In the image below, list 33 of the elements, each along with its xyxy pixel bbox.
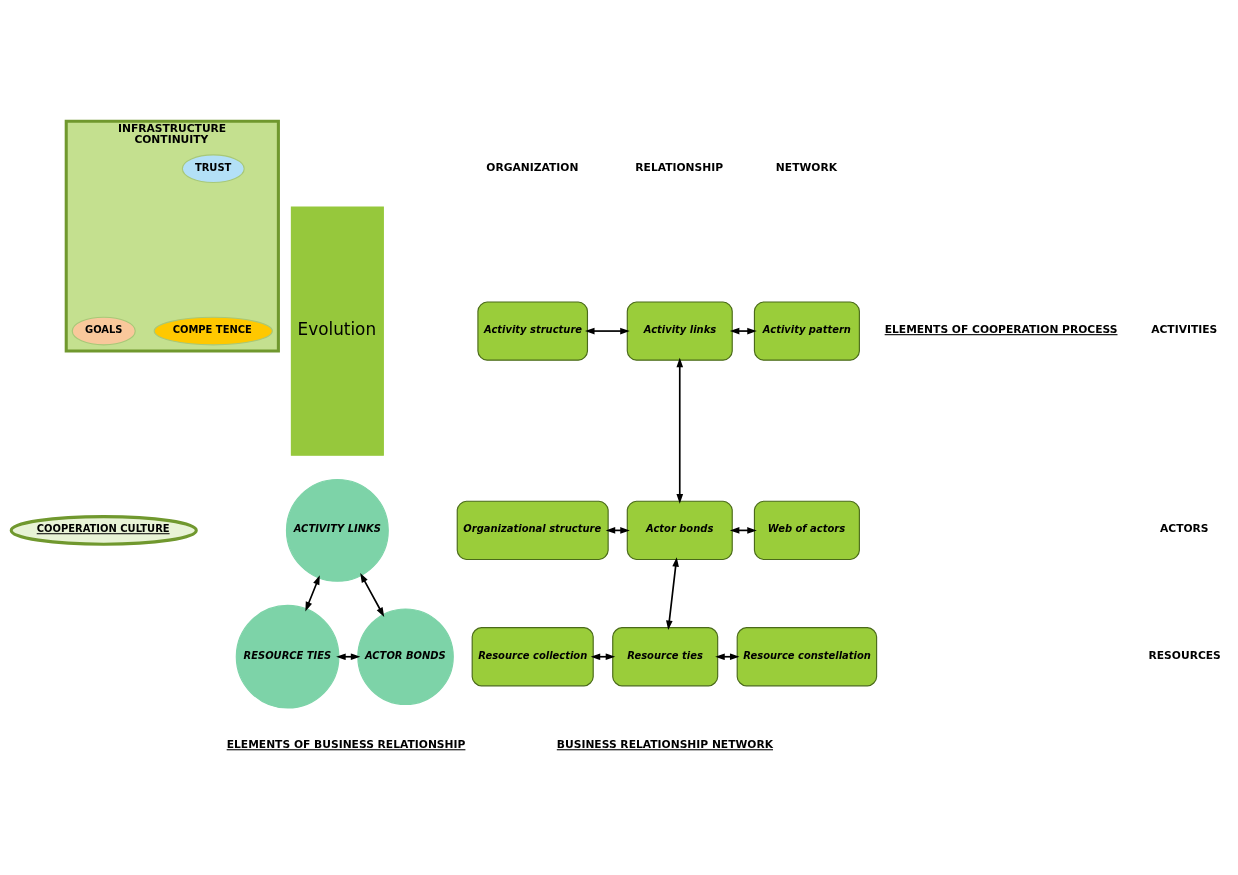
label: NETWORK xyxy=(775,160,837,174)
node-box: Resource collection xyxy=(471,627,594,687)
label: ORGANIZATION xyxy=(486,160,579,174)
node-ellipse: COOPERATION CULTURE xyxy=(9,515,198,546)
node-box: Actor bonds xyxy=(626,500,733,561)
label: BUSINESS RELATIONSHIP NETWORK xyxy=(556,738,774,752)
label: ELEMENTS OF COOPERATION PROCESS xyxy=(884,323,1118,337)
node-box: Organizational structure xyxy=(456,500,609,561)
arrow xyxy=(676,357,684,504)
label: RELATIONSHIP xyxy=(635,160,724,174)
node-box: Activity links xyxy=(626,301,733,361)
arrow xyxy=(305,575,320,612)
arrow xyxy=(336,653,361,661)
node-box: Evolution xyxy=(290,206,384,456)
label: ACTIVITIES xyxy=(1151,323,1218,337)
arrow xyxy=(360,572,385,617)
arrow xyxy=(666,557,679,630)
node-ellipse: TRUST xyxy=(181,154,245,184)
node-box: Activity structure xyxy=(477,301,589,361)
node-ellipse: COMPE TENCE xyxy=(153,316,273,346)
label: RESOURCES xyxy=(1148,648,1221,662)
arrow xyxy=(590,653,616,661)
node-box: Resource ties xyxy=(612,627,719,687)
node-box: Web of actors xyxy=(753,500,860,561)
label: ELEMENTS OF BUSINESS RELATIONSHIP xyxy=(226,738,466,752)
label: ACTORS xyxy=(1160,522,1209,536)
node-box: Resource constellation xyxy=(736,627,878,687)
arrow xyxy=(715,653,740,661)
node-ellipse: GOALS xyxy=(71,316,136,346)
arrow xyxy=(585,327,630,335)
node-box: Activity pattern xyxy=(753,301,860,361)
node-circle: RESOURCE TIES xyxy=(235,604,340,709)
arrow xyxy=(729,327,757,335)
